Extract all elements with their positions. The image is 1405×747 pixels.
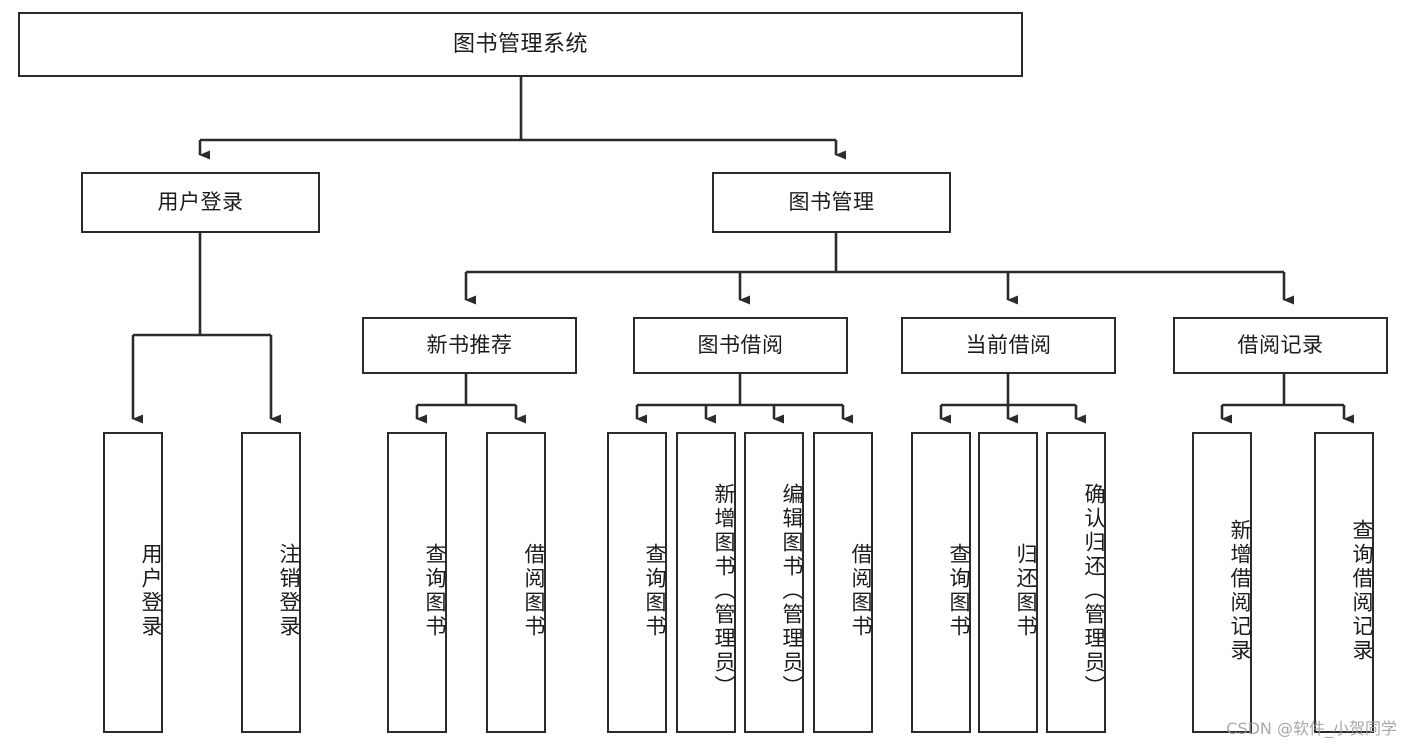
node-borrow-record[interactable]: 借阅记录: [1173, 317, 1388, 374]
node-label: 新书推荐: [426, 333, 513, 358]
leaf-new-book-query-book[interactable]: 查询图书: [387, 432, 447, 733]
node-label: 新增图书（管理员）: [712, 482, 736, 699]
leaf-book-borrow-add-book-admin[interactable]: 新增图书（管理员）: [676, 432, 736, 733]
node-label: 确认归还（管理员）: [1082, 482, 1106, 699]
leaf-borrow-record-query-record[interactable]: 查询借阅记录: [1314, 432, 1374, 733]
node-label: 归还图书: [1014, 542, 1038, 639]
leaf-book-borrow-edit-book-admin[interactable]: 编辑图书（管理员）: [744, 432, 804, 733]
node-label: 用户登录: [139, 542, 163, 639]
node-label: 图书管理系统: [452, 31, 588, 57]
node-current-borrow[interactable]: 当前借阅: [901, 317, 1116, 374]
node-label: 查询图书: [947, 542, 971, 639]
leaf-user-login-logout[interactable]: 注销登录: [241, 432, 301, 733]
node-label: 借阅图书: [522, 542, 546, 639]
leaf-borrow-record-add-record[interactable]: 新增借阅记录: [1192, 432, 1252, 733]
node-new-book-recommend[interactable]: 新书推荐: [362, 317, 577, 374]
leaf-current-borrow-query-book[interactable]: 查询图书: [911, 432, 971, 733]
node-label: 查询借阅记录: [1350, 518, 1374, 663]
leaf-user-login-login[interactable]: 用户登录: [103, 432, 163, 733]
leaf-current-borrow-return-book[interactable]: 归还图书: [978, 432, 1038, 733]
node-label: 新增借阅记录: [1228, 518, 1252, 663]
node-label: 当前借阅: [965, 333, 1052, 358]
csdn-watermark: CSDN @软件_小贺同学: [1226, 719, 1397, 738]
node-label: 用户登录: [157, 190, 244, 215]
leaf-current-borrow-confirm-return-admin[interactable]: 确认归还（管理员）: [1046, 432, 1106, 733]
node-root-book-management-system[interactable]: 图书管理系统: [18, 12, 1023, 77]
node-label: 图书管理: [788, 190, 875, 215]
leaf-new-book-borrow-book[interactable]: 借阅图书: [486, 432, 546, 733]
node-label: 图书借阅: [697, 333, 784, 358]
node-label: 查询图书: [423, 542, 447, 639]
node-label: 查询图书: [643, 542, 667, 639]
node-label: 注销登录: [277, 542, 301, 639]
node-user-login[interactable]: 用户登录: [81, 172, 320, 233]
node-label: 借阅记录: [1237, 333, 1324, 358]
node-label: 借阅图书: [849, 542, 873, 639]
node-book-management[interactable]: 图书管理: [712, 172, 951, 233]
node-label: 编辑图书（管理员）: [780, 482, 804, 699]
leaf-book-borrow-query-book[interactable]: 查询图书: [607, 432, 667, 733]
node-book-borrow[interactable]: 图书借阅: [633, 317, 848, 374]
leaf-book-borrow-borrow-book[interactable]: 借阅图书: [813, 432, 873, 733]
